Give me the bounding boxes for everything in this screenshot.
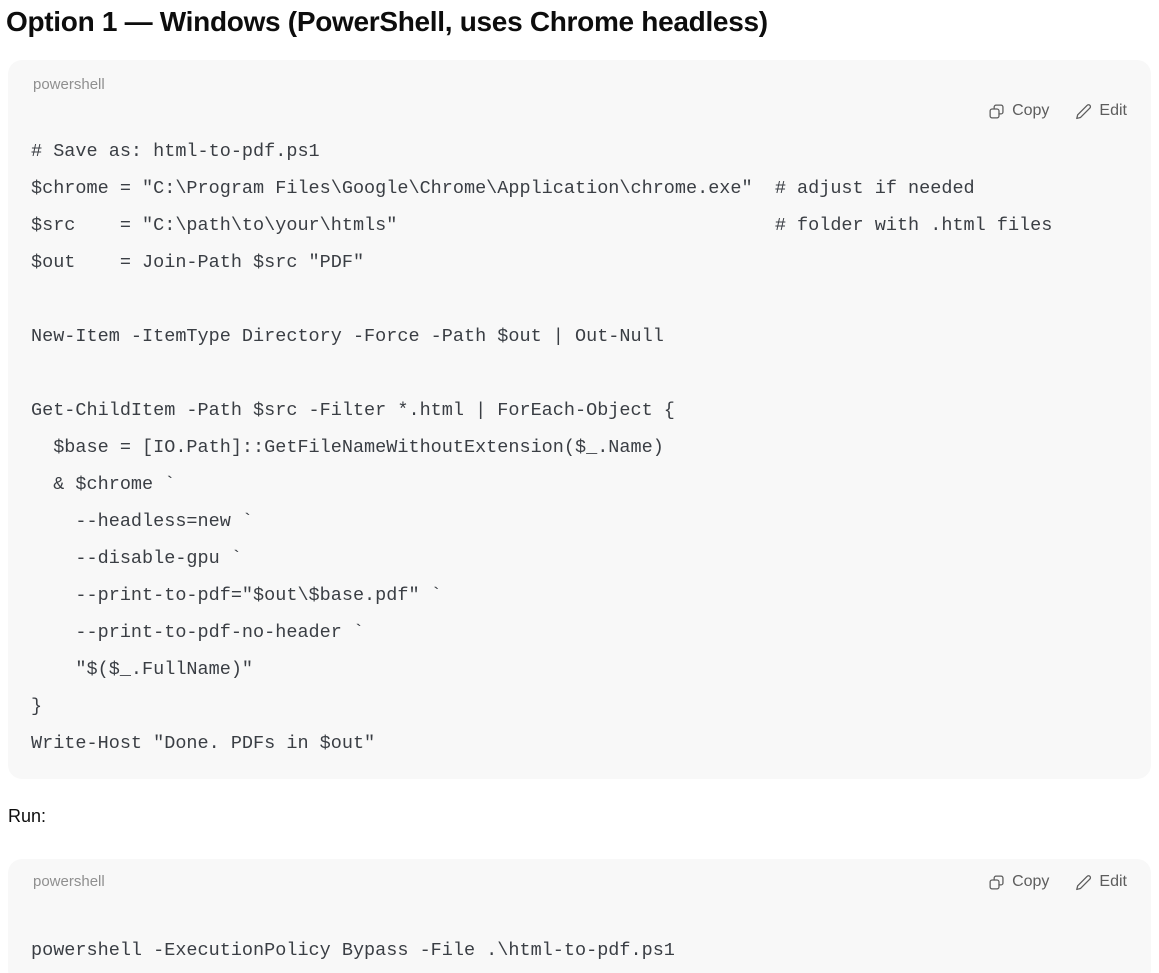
copy-button-label: Copy [1012, 873, 1050, 890]
code-language-label: powershell [33, 873, 105, 890]
edit-button-label: Edit [1099, 873, 1127, 890]
copy-icon [988, 874, 1005, 891]
code-content: powershell -ExecutionPolicy Bypass -File… [8, 891, 1151, 973]
code-block-run-command: powershell Copy Edit p [8, 859, 1151, 973]
run-label: Run: [8, 806, 47, 826]
edit-button-label: Edit [1099, 102, 1127, 119]
code-toolbar: Copy Edit [964, 873, 1151, 891]
edit-icon [1075, 103, 1092, 120]
edit-button[interactable]: Edit [1075, 871, 1127, 893]
code-header: powershell Copy Edit [8, 859, 1151, 891]
edit-icon [1075, 874, 1092, 891]
page-title: Option 1 — Windows (PowerShell, uses Chr… [6, 6, 768, 37]
copy-icon [988, 103, 1005, 120]
code-text: # Save as: html-to-pdf.ps1 $chrome = "C:… [31, 141, 1053, 754]
copy-button-label: Copy [1012, 102, 1050, 119]
copy-button[interactable]: Copy [988, 871, 1049, 893]
edit-button[interactable]: Edit [1075, 100, 1127, 122]
code-text: powershell -ExecutionPolicy Bypass -File… [31, 940, 675, 961]
code-language-label: powershell [33, 76, 105, 93]
code-content: # Save as: html-to-pdf.ps1 $chrome = "C:… [8, 133, 1151, 779]
code-block-script: powershell Copy Edit # Save as: html-to-… [8, 60, 1151, 779]
copy-button[interactable]: Copy [988, 100, 1049, 122]
code-toolbar: Copy Edit [8, 100, 1151, 122]
